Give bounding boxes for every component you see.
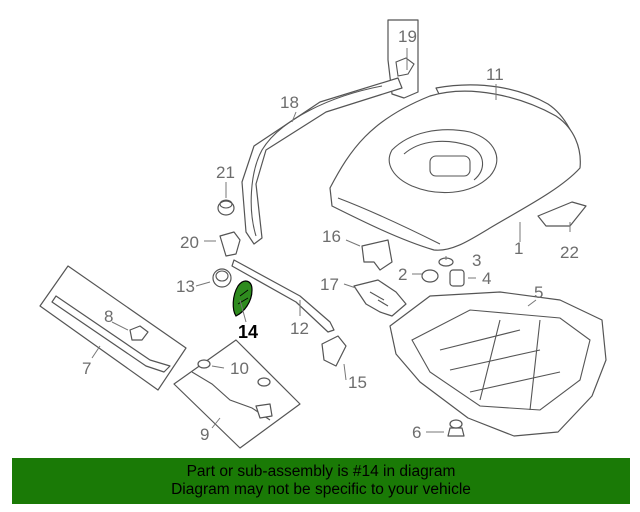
label-22: 22 (560, 243, 579, 262)
label-21: 21 (216, 163, 235, 182)
part-2-nut[interactable] (421, 269, 439, 283)
banner-line-1: Part or sub-assembly is #14 in diagram (186, 463, 456, 480)
label-9: 9 (200, 425, 209, 444)
label-17: 17 (320, 275, 339, 294)
part-5-insulator[interactable] (389, 291, 607, 437)
parts-diagram: 19 11 18 21 20 16 3 2 4 1 22 13 17 5 14 … (39, 19, 607, 449)
label-5: 5 (534, 283, 543, 302)
part-20-clip[interactable] (219, 231, 241, 257)
part-4-bumper[interactable] (449, 269, 465, 287)
label-3: 3 (472, 251, 481, 270)
part-17-latch[interactable] (353, 279, 407, 317)
label-10: 10 (230, 359, 249, 378)
part-7-trim-panel[interactable] (39, 265, 187, 391)
leader-lines (91, 48, 571, 433)
part-21-bumper[interactable] (217, 199, 235, 216)
label-6: 6 (412, 423, 421, 442)
label-18: 18 (280, 93, 299, 112)
label-7: 7 (82, 359, 91, 378)
part-6-clip[interactable] (447, 419, 465, 437)
label-16: 16 (322, 227, 341, 246)
part-9-latch-cable[interactable] (173, 339, 301, 449)
part-8-clip[interactable] (129, 325, 149, 341)
label-15: 15 (348, 373, 367, 392)
label-14: 14 (238, 322, 258, 342)
label-19: 19 (398, 27, 417, 46)
label-2: 2 (398, 265, 407, 284)
part-12-rod[interactable] (231, 259, 335, 333)
part-10-bolt[interactable] (197, 359, 271, 387)
part-18-seal[interactable] (241, 77, 403, 245)
part-16-hinge[interactable] (361, 239, 393, 271)
label-4: 4 (482, 269, 491, 288)
label-12: 12 (290, 319, 309, 338)
label-13: 13 (176, 277, 195, 296)
part-1-hood[interactable] (329, 90, 581, 251)
part-14-highlighted[interactable] (232, 280, 253, 317)
part-labels: 19 11 18 21 20 16 3 2 4 1 22 13 17 5 14 … (82, 27, 579, 444)
label-8: 8 (104, 307, 113, 326)
label-20: 20 (180, 233, 199, 252)
part-13-grommet[interactable] (212, 268, 232, 288)
notice-banner: Part or sub-assembly is #14 in diagram D… (12, 458, 630, 504)
part-15-clip[interactable] (321, 335, 347, 367)
part-22-bracket[interactable] (537, 201, 587, 227)
banner-line-2: Diagram may not be specific to your vehi… (171, 481, 471, 498)
label-1: 1 (514, 239, 523, 258)
label-11: 11 (486, 65, 504, 84)
